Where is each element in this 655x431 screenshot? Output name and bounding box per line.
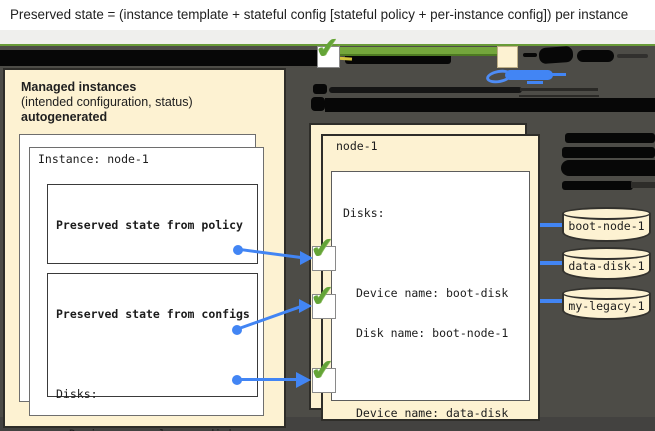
- configs-state-box: Preserved state from configs Disks: Devi…: [47, 273, 258, 431]
- checkbox-legacy-disk: ✔: [308, 278, 336, 319]
- connector-dot-legacy-disk: [232, 325, 242, 335]
- blue-marker-stroke: [505, 70, 553, 80]
- title-substrip: [0, 30, 655, 44]
- redacted-bar: [562, 147, 655, 158]
- connector-stub-legacy-disk: [540, 299, 562, 303]
- heading-intended-config: (intended configuration, status): [21, 95, 193, 110]
- vm-disks-label: Disks:: [343, 205, 385, 220]
- disk-cylinder-label: my-legacy-1: [568, 299, 645, 313]
- redacted-line-tail: [631, 182, 655, 188]
- redacted-bar: [325, 98, 655, 112]
- redacted-bar: [562, 181, 633, 190]
- blue-marker-line: [527, 81, 543, 84]
- connector-dot-metadata: [232, 375, 242, 385]
- policy-box-title: Preserved state from policy: [56, 217, 243, 232]
- vm-data-device-line: Device name: data-disk: [356, 406, 509, 421]
- redacted-dash: [523, 53, 537, 57]
- vm-disks-box: Disks: Device name: boot-disk Disk name:…: [331, 171, 530, 420]
- disk-cylinder-label: data-disk-1: [568, 259, 645, 273]
- checkbox-data-disk: ✔: [308, 230, 336, 271]
- disk-cylinder-top: [562, 287, 651, 300]
- redacted-bar: [561, 160, 655, 176]
- redacted-bar: [565, 133, 655, 143]
- small-cream-box: [497, 46, 518, 68]
- redacted-line: [329, 87, 522, 93]
- disk-cylinder-label: boot-node-1: [568, 219, 645, 233]
- disk-cylinder-top: [562, 247, 651, 260]
- connector-line-metadata: [240, 378, 298, 381]
- configs-disks-label: Disks:: [56, 386, 98, 401]
- connector-dot-data-disk: [233, 245, 243, 255]
- redacted-line-tail: [519, 95, 599, 97]
- heading-autogenerated: autogenerated: [21, 110, 108, 125]
- diagram-title: Preserved state = (instance template + s…: [10, 7, 629, 22]
- blue-marker-line: [550, 73, 566, 76]
- checkbox-metadata: ✔: [308, 352, 336, 393]
- connector-stub-data-disk: [540, 261, 562, 265]
- vm-boot-device-line: Device name: boot-disk: [356, 285, 509, 300]
- managed-panel-heading: Managed instances (intended configuratio…: [21, 80, 193, 126]
- green-arrow: [339, 47, 497, 56]
- title-strip: [0, 0, 655, 30]
- redacted-scribble: [538, 45, 574, 65]
- configs-device-line: Device name: legacy-disk: [56, 427, 257, 431]
- connector-arrowhead-data-disk: [300, 251, 313, 265]
- heading-managed-instances: Managed instances: [21, 80, 137, 94]
- disk-cylinder-top: [562, 207, 651, 220]
- redacted-line-tail: [520, 88, 598, 91]
- redacted-line: [617, 54, 648, 58]
- instance-card-title: Instance: node-1: [38, 152, 149, 166]
- redacted-letter: [311, 97, 325, 111]
- redacted-bar: [0, 50, 317, 66]
- connector-stub-boot-disk: [540, 223, 562, 227]
- vm-panel-title: node-1: [336, 139, 378, 153]
- disk-cylinder-boot: boot-node-1: [562, 207, 651, 242]
- redacted-scribble: [577, 50, 614, 62]
- policy-state-box: Preserved state from policy Disks: Devic…: [47, 184, 258, 392]
- disk-cylinder-data: data-disk-1: [562, 247, 651, 280]
- checkbox-top: ✔: [313, 30, 341, 68]
- configs-box-title: Preserved state from configs: [56, 306, 250, 321]
- redacted-letter: [313, 84, 327, 94]
- connector-arrowhead-legacy-disk: [299, 299, 312, 313]
- vm-boot-disk-line: Disk name: boot-node-1: [356, 326, 509, 341]
- connector-arrowhead-metadata: [296, 372, 311, 388]
- disk-cylinder-legacy: my-legacy-1: [562, 287, 651, 320]
